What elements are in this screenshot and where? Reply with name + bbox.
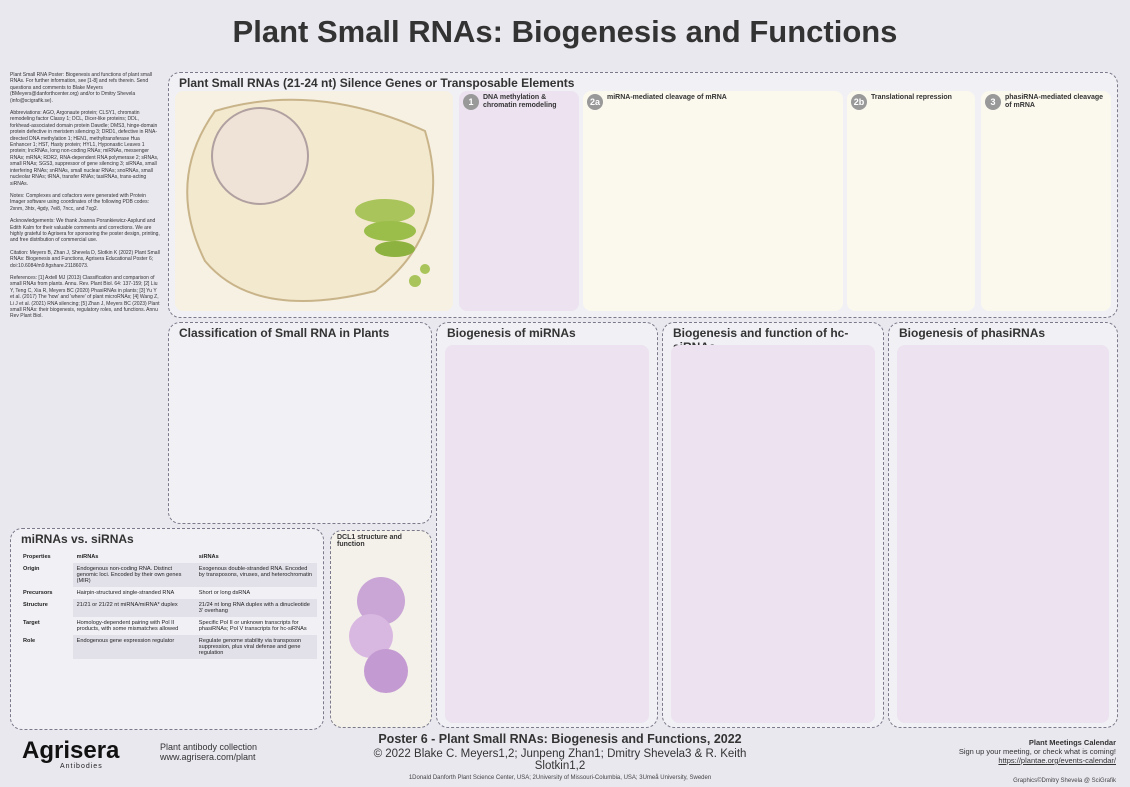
row-mirna: Hairpin-structured single-stranded RNA: [76, 590, 175, 596]
row-sirna: Short or long dsRNA: [198, 590, 251, 596]
comparison-header: miRNAs: [76, 554, 99, 560]
row-property: Precursors: [23, 590, 53, 596]
footer-center: Poster 6 - Plant Small RNAs: Biogenesis …: [350, 732, 770, 781]
box3-title: phasiRNA-mediated cleavage of mRNA: [1005, 94, 1104, 109]
meetings-block: Plant Meetings Calendar Sign up your mee…: [959, 738, 1116, 765]
row-property: Origin: [23, 566, 40, 572]
meetings-title: Plant Meetings Calendar: [1028, 738, 1116, 747]
mirna-panel: Biogenesis of miRNAs: [436, 322, 658, 728]
box-translational-repression: 2b Translational repression: [847, 91, 975, 311]
comparison-title: miRNAs vs. siRNAs: [21, 532, 134, 546]
footer-copyright: © 2022 Blake C. Meyers1,2; Junpeng Zhan1…: [373, 748, 747, 772]
row-mirna: Endogenous gene expression regulator: [72, 635, 195, 659]
dcl1-title: DCL1 structure and function: [337, 534, 402, 548]
comparison-table: Properties miRNAs siRNAs Origin Endogeno…: [19, 551, 317, 659]
box2b-number: 2b: [851, 94, 867, 110]
phasirna-body: [897, 345, 1109, 723]
row-sirna: 21/24 nt long RNA duplex with a dinucleo…: [194, 599, 317, 617]
row-sirna: Regulate genome stability via transposon…: [194, 635, 317, 659]
top-panel-title: Plant Small RNAs (21-24 nt) Silence Gene…: [179, 76, 575, 90]
footer-poster-title: Poster 6 - Plant Small RNAs: Biogenesis …: [378, 732, 742, 746]
mirna-body: [445, 345, 649, 723]
box2a-title: miRNA-mediated cleavage of mRNA: [607, 94, 727, 101]
box-mirna-cleavage: 2a miRNA-mediated cleavage of mRNA: [583, 91, 843, 311]
hcsirna-panel: Biogenesis and function of hc-siRNAs: [662, 322, 884, 728]
box1-title: DNA methylation & chromatin remodeling: [483, 94, 557, 109]
agrisera-logo-sub: Antibodies: [60, 763, 103, 770]
table-row: Role Endogenous gene expression regulato…: [19, 635, 317, 659]
comparison-header: Properties: [23, 554, 51, 560]
row-sirna: Exogenous double-stranded RNA. Encoded b…: [194, 563, 317, 587]
sidebar-abbreviations: Abbreviations: AGO, Argonaute protein; C…: [10, 110, 159, 187]
comparison-header-row: Properties miRNAs siRNAs: [19, 551, 317, 563]
comparison-panel: miRNAs vs. siRNAs Properties miRNAs siRN…: [10, 528, 324, 730]
row-mirna: Homology-dependent pairing with Pol II p…: [76, 620, 179, 632]
sidebar: Plant Small RNA Poster: Biogenesis and f…: [10, 72, 160, 326]
box2a-number: 2a: [587, 94, 603, 110]
classification-panel: Classification of Small RNA in Plants: [168, 322, 432, 524]
box-dna-methylation: 1 DNA methylation & chromatin remodeling: [459, 91, 579, 311]
row-mirna: Endogenous non-coding RNA. Distinct geno…: [72, 563, 195, 587]
agrisera-logo: Agrisera: [22, 737, 120, 764]
box3-number: 3: [985, 94, 1001, 110]
top-panel: Plant Small RNAs (21-24 nt) Silence Gene…: [168, 72, 1118, 318]
meetings-link[interactable]: https://plantae.org/events-calendar/: [998, 756, 1116, 765]
row-property: Target: [23, 620, 40, 626]
box-phasirna-cleavage: 3 phasiRNA-mediated cleavage of mRNA: [981, 91, 1111, 311]
collection-block: Plant antibody collection www.agrisera.c…: [160, 742, 257, 762]
collection-link[interactable]: www.agrisera.com/plant: [160, 752, 256, 762]
hcsirna-body: [671, 345, 875, 723]
graphics-credit: Graphics©Dmitry Shevela @ SciGrafik: [1013, 778, 1116, 784]
row-property: Role: [23, 638, 36, 644]
phasirna-panel: Biogenesis of phasiRNAs: [888, 322, 1118, 728]
sidebar-notes: Notes: Complexes and cofactors were gene…: [10, 192, 149, 212]
table-row: Origin Endogenous non-coding RNA. Distin…: [19, 563, 317, 587]
poster-title: Plant Small RNAs: Biogenesis and Functio…: [232, 14, 898, 49]
table-row: Precursors Hairpin-structured single-str…: [19, 587, 317, 599]
table-row: Structure 21/21 or 21/22 nt miRNA/miRNA*…: [19, 599, 317, 617]
meetings-text: Sign up your meeting, or check what is c…: [958, 747, 1116, 756]
table-row: Target Homology-dependent pairing with P…: [19, 617, 317, 635]
row-mirna: 21/21 or 21/22 nt miRNA/miRNA* duplex: [72, 599, 195, 617]
sidebar-intro: Plant Small RNA Poster: Biogenesis and f…: [10, 72, 153, 104]
sidebar-ack: Acknowledgements: We thank Joanna Porank…: [10, 218, 160, 244]
cell-diagram: [175, 91, 453, 311]
comparison-header: siRNAs: [198, 554, 219, 560]
row-property: Structure: [23, 602, 48, 608]
row-sirna: Specific Pol II or unknown transcripts f…: [198, 620, 307, 632]
box1-number: 1: [463, 94, 479, 110]
dcl1-structure: [349, 577, 408, 693]
mirna-title: Biogenesis of miRNAs: [447, 326, 576, 340]
collection-title: Plant antibody collection: [160, 742, 258, 752]
box2b-title: Translational repression: [871, 94, 952, 101]
cell-illustration: [186, 98, 435, 302]
footer-affiliations: 1Donald Danforth Plant Science Center, U…: [408, 775, 712, 781]
phasirna-title: Biogenesis of phasiRNAs: [899, 326, 1046, 340]
classification-title: Classification of Small RNA in Plants: [179, 326, 390, 340]
sidebar-references: References: [1] Axtell MJ (2013) Classif…: [10, 274, 160, 320]
sidebar-citation: Citation: Meyers B, Zhan J, Shevela D, S…: [10, 249, 160, 269]
dcl1-panel: DCL1 structure and function: [330, 530, 432, 728]
